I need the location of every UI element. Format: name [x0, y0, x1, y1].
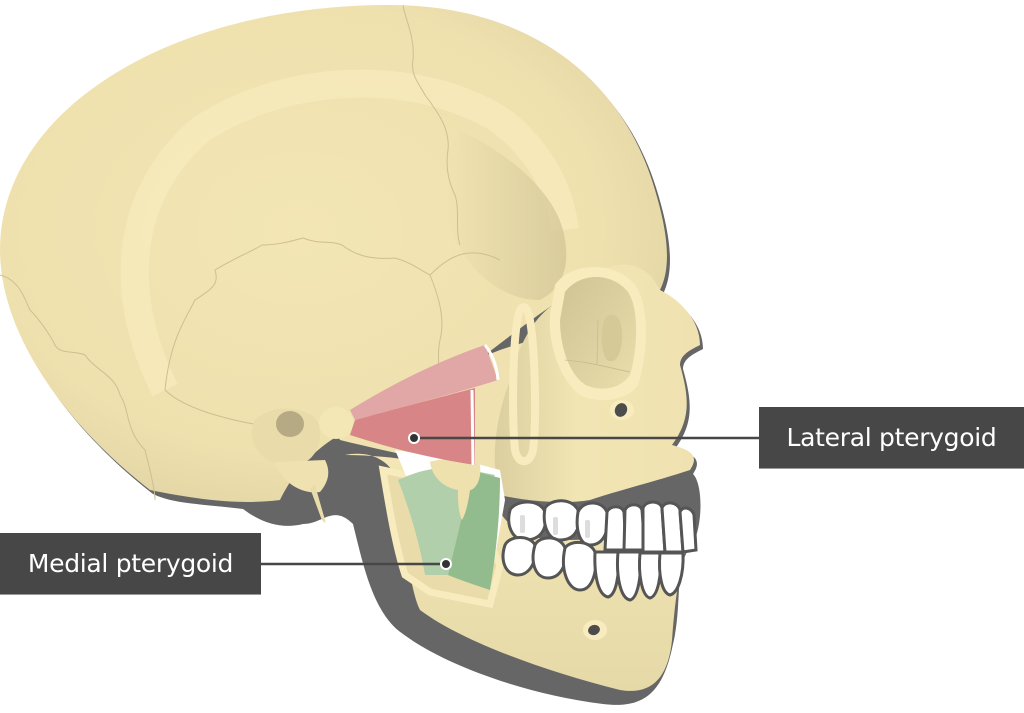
orbit	[549, 266, 646, 401]
tooth-marks	[520, 515, 590, 538]
temple-shade	[444, 130, 567, 300]
ear-region	[251, 407, 353, 523]
medial-pterygoid-dark	[448, 470, 500, 590]
pterygoid-process	[430, 459, 481, 520]
lateral-pterygoid-label-text: Lateral pterygoid	[786, 423, 997, 452]
infraorbital-foramen	[614, 403, 628, 417]
medial-pterygoid-label-text: Medial pterygoid	[27, 549, 234, 578]
mental-foramen	[588, 624, 600, 636]
medial-pterygoid-label: Medial pterygoid	[0, 533, 261, 595]
lateral-pterygoid-upper	[350, 345, 498, 420]
lateral-pterygoid-lower	[350, 388, 475, 465]
zygomatic-process	[509, 303, 540, 466]
medial-pterygoid-pointer-dot	[440, 558, 452, 570]
teeth	[501, 499, 698, 602]
lateral-pterygoid-pointer-dot	[408, 432, 420, 444]
lateral-pterygoid-label: Lateral pterygoid	[759, 407, 1024, 469]
muscle-white-edge	[470, 344, 500, 466]
mandibular-condyle	[319, 407, 353, 439]
temporal-line	[120, 69, 579, 397]
